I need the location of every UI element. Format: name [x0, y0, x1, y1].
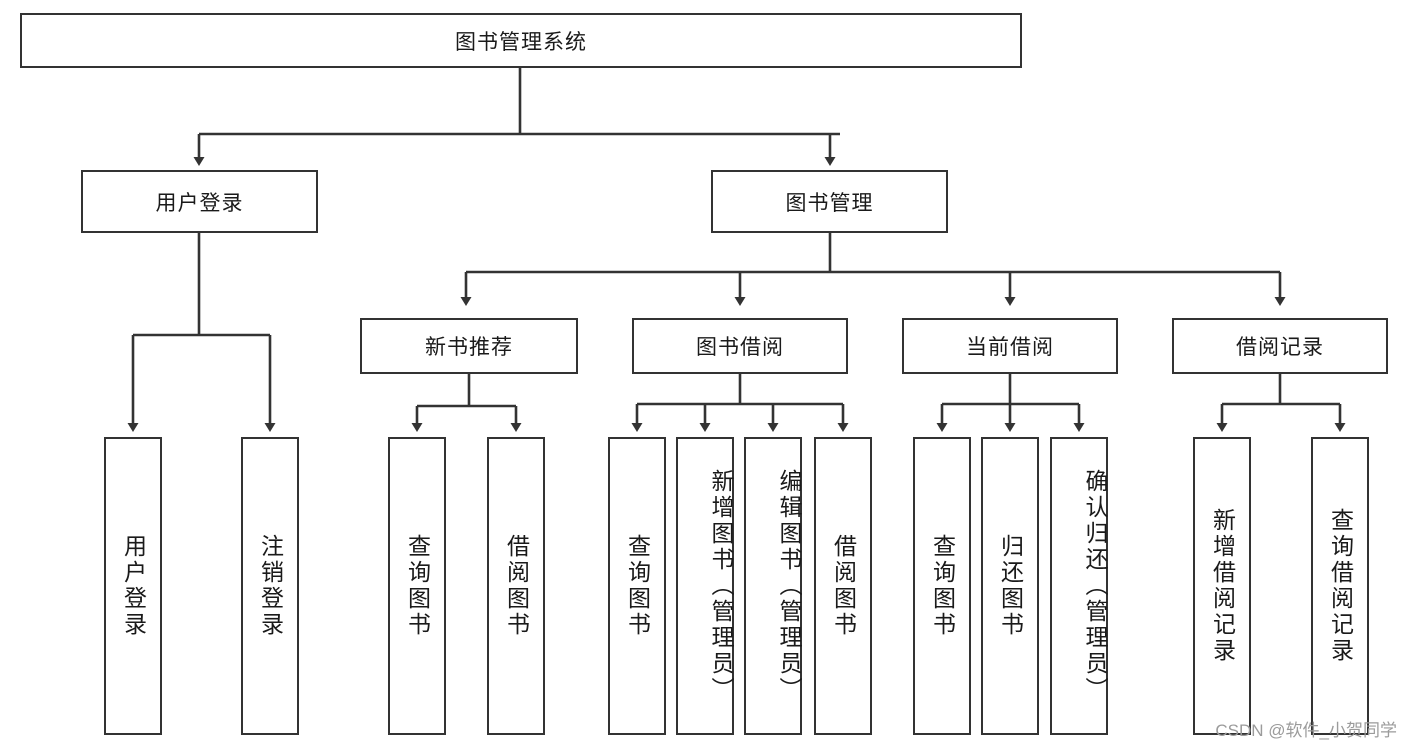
node-leaf-borrow-book-2[interactable]: 借阅图书 [814, 437, 872, 735]
node-leaf-borrow-book-2-label: 借阅图书 [830, 534, 857, 638]
node-book-manage-label: 图书管理 [785, 191, 874, 215]
node-leaf-user-logout-label: 注销登录 [257, 534, 284, 638]
node-new-book-recommend[interactable]: 新书推荐 [360, 318, 578, 374]
node-leaf-user-login-label: 用户登录 [120, 534, 147, 638]
watermark-text: CSDN @软件_小贺同学 [1215, 721, 1397, 740]
node-book-manage[interactable]: 图书管理 [711, 170, 948, 233]
node-leaf-add-book-label: 新增图书（管理员） [708, 469, 734, 703]
node-borrow-record-label: 借阅记录 [1236, 336, 1324, 359]
node-leaf-add-record[interactable]: 新增借阅记录 [1193, 437, 1251, 735]
node-borrow-record[interactable]: 借阅记录 [1172, 318, 1388, 374]
node-leaf-query-book-3[interactable]: 查询图书 [913, 437, 971, 735]
node-user-login-label: 用户登录 [155, 191, 244, 215]
node-user-login[interactable]: 用户登录 [81, 170, 318, 233]
node-root-label: 图书管理系统 [455, 30, 587, 54]
node-new-book-recommend-label: 新书推荐 [425, 336, 513, 359]
node-leaf-return-book[interactable]: 归还图书 [981, 437, 1039, 735]
node-leaf-borrow-book-1[interactable]: 借阅图书 [487, 437, 545, 735]
node-leaf-confirm-return-label: 确认归还（管理员） [1082, 469, 1108, 703]
node-root[interactable]: 图书管理系统 [20, 13, 1022, 68]
node-leaf-return-book-label: 归还图书 [997, 534, 1024, 638]
node-leaf-user-login[interactable]: 用户登录 [104, 437, 162, 735]
node-leaf-query-book-3-label: 查询图书 [929, 534, 956, 638]
node-leaf-add-book[interactable]: 新增图书（管理员） [676, 437, 734, 735]
node-current-borrow[interactable]: 当前借阅 [902, 318, 1118, 374]
node-leaf-confirm-return[interactable]: 确认归还（管理员） [1050, 437, 1108, 735]
node-leaf-edit-book[interactable]: 编辑图书（管理员） [744, 437, 802, 735]
node-leaf-query-book-2-label: 查询图书 [624, 534, 651, 638]
node-leaf-query-book-1[interactable]: 查询图书 [388, 437, 446, 735]
node-leaf-query-record-label: 查询借阅记录 [1327, 508, 1354, 664]
node-leaf-borrow-book-1-label: 借阅图书 [503, 534, 530, 638]
node-leaf-user-logout[interactable]: 注销登录 [241, 437, 299, 735]
node-current-borrow-label: 当前借阅 [966, 336, 1054, 359]
node-book-borrow[interactable]: 图书借阅 [632, 318, 848, 374]
node-leaf-query-record[interactable]: 查询借阅记录 [1311, 437, 1369, 735]
node-book-borrow-label: 图书借阅 [696, 336, 784, 359]
node-leaf-query-book-1-label: 查询图书 [404, 534, 431, 638]
node-leaf-query-book-2[interactable]: 查询图书 [608, 437, 666, 735]
node-leaf-edit-book-label: 编辑图书（管理员） [776, 469, 802, 703]
node-leaf-add-record-label: 新增借阅记录 [1209, 508, 1236, 664]
